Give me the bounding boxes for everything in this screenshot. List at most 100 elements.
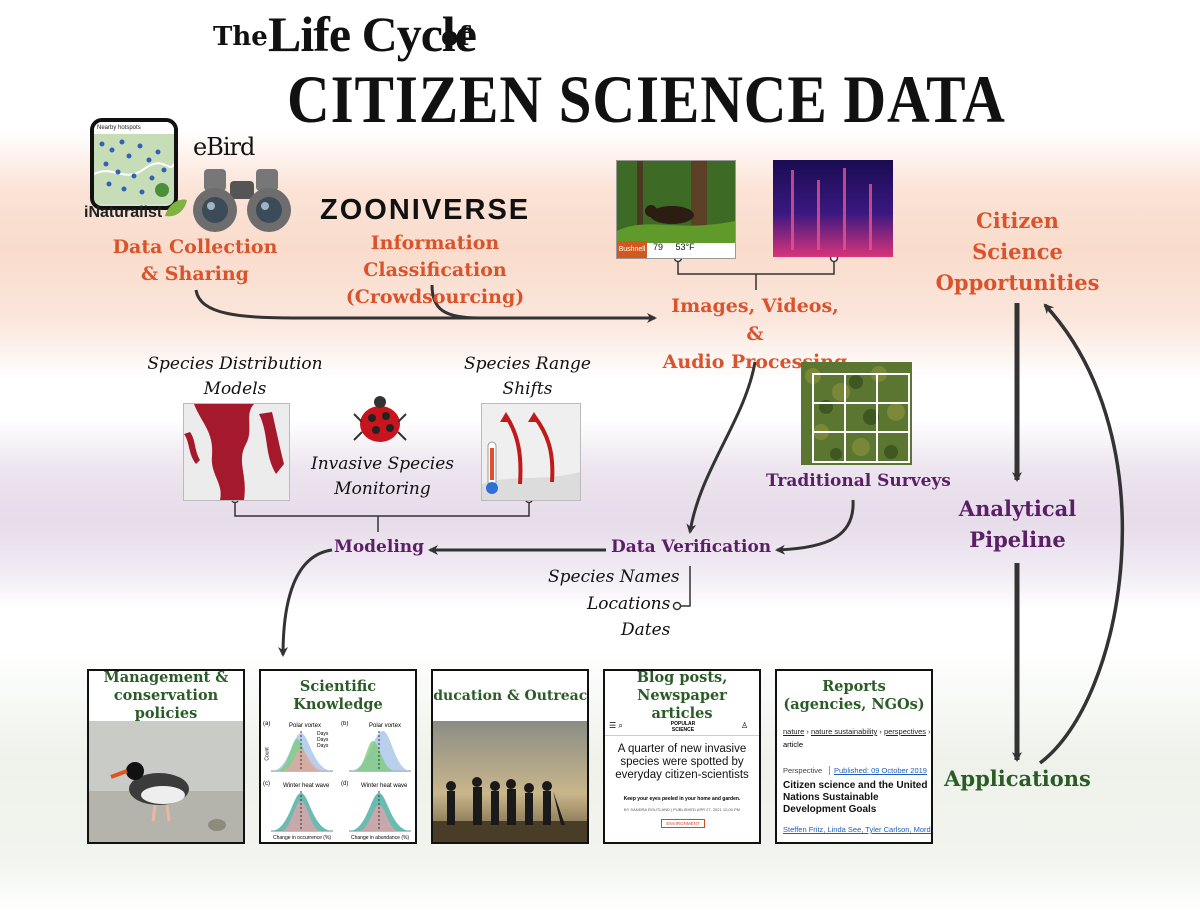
spectrogram (773, 160, 893, 257)
modeling-label: Modeling (334, 537, 425, 557)
oystercatcher-photo (89, 721, 243, 842)
pipeline-line2: Pipeline (969, 527, 1066, 552)
inaturalist-logo: iNaturalist (84, 204, 163, 221)
plot-legend: Days Days Days (317, 731, 328, 749)
phone-screen: Nearby hotspots (94, 122, 174, 206)
invasive-line2: Monitoring (334, 479, 431, 499)
arrow-applications-to-opportunities (1038, 303, 1125, 765)
panel-reports-article: nature › nature sustainability › perspec… (777, 721, 931, 842)
traditional-label: Traditional Surveys (766, 471, 951, 491)
invasive-line1: Invasive Species (311, 454, 454, 474)
sdm-map (183, 403, 290, 501)
arrow-modeling-to-panels (278, 548, 333, 657)
panel-scientific-title: Scientific Knowledge (293, 678, 383, 713)
plot-a (271, 731, 333, 772)
crumb-perspectives[interactable]: perspectives (883, 727, 927, 736)
plot-d (349, 791, 411, 832)
camera-info: 79 53°F (653, 242, 695, 252)
title-the: The (213, 22, 268, 52)
applications-label: Applications (944, 766, 1091, 791)
arrow-traditional-to-verification (775, 499, 855, 555)
verification-item-locations: Locations (587, 594, 671, 614)
panel-scientific: Scientific Knowledge (259, 669, 417, 844)
subplot-b-label: (b) (341, 721, 349, 727)
collection-label: Data Collection & Sharing (110, 234, 280, 288)
panel-blog-article: ☰ ⌕ POPULAR SCIENCE ♙ A quarter of new i… (605, 721, 759, 842)
plot-d-title: Winter heat wave (361, 783, 408, 789)
opportunities-label: Citizen Science Opportunities (930, 205, 1105, 298)
range-line2: Shifts (502, 379, 553, 399)
crumb-separator-1: › (806, 727, 811, 736)
report-type: Perspective (783, 766, 823, 775)
subplot-d-label: (d) (341, 781, 349, 787)
classification-label: Information Classification (Crowdsourcin… (300, 230, 570, 311)
panel-reports-line2: (agencies, NGOs) (783, 696, 925, 713)
panel-blog: Blog posts,Newspaper articles ☰ ⌕ POPULA… (603, 669, 761, 844)
pipeline-line1: Analytical (958, 496, 1077, 521)
crumb-nature[interactable]: nature (783, 727, 805, 736)
panel-scientific-figure: (a) (b) (c) (d) Polar vortex Polar vorte… (261, 721, 415, 842)
title-main: CITIZEN SCIENCE DATA (287, 61, 1006, 137)
panel-education-photo (433, 721, 587, 842)
crumb-separator-3: › (928, 727, 931, 736)
title-of: of (441, 22, 470, 52)
invasive-label: Invasive Species Monitoring (300, 452, 465, 502)
zooniverse-logo: ZOONIVERSE (320, 194, 531, 226)
panel-management-title: Management &conservation policies (89, 669, 243, 722)
sdm-line2: Models (203, 379, 267, 399)
bracket-verification (680, 566, 691, 607)
plot-c-xlabel: Change in occurrence (%) (273, 835, 332, 841)
masthead: POPULAR SCIENCE (670, 721, 696, 733)
crumb-article: article (783, 740, 804, 749)
panel-blog-line2: Newspaper articles (637, 687, 727, 722)
sdm-map-image (184, 404, 289, 500)
bracket-dot-verification (672, 601, 682, 611)
birdwatchers-photo (433, 721, 587, 842)
blog-byline: BY SANDRA ROUTLAND | PUBLISHED APR 27, 2… (624, 807, 740, 812)
report-breadcrumb: nature › nature sustainability › perspec… (783, 727, 931, 736)
divider (605, 735, 759, 736)
pipeline-label: Analytical Pipeline (935, 493, 1100, 555)
legend-entry-1: Days (317, 731, 329, 737)
plot-a-title: Polar vortex (289, 723, 322, 729)
sdm-line1: Species Distribution (147, 354, 323, 374)
plot-b-title: Polar vortex (369, 723, 402, 729)
report-authors[interactable]: Steffen Fritz, Linda See, Tyler Carlson,… (783, 825, 931, 834)
phone-header: Nearby hotspots (94, 122, 174, 134)
panel-management-line1: Management & (103, 669, 229, 686)
camera-brand: Bushnell (617, 241, 647, 258)
leaf-icon (165, 199, 187, 217)
range-label: Species Range Shifts (450, 352, 605, 402)
opportunities-line3: Opportunities (935, 270, 1100, 295)
panel-management-photo (89, 721, 243, 842)
verification-label: Data Verification (611, 537, 772, 557)
panel-blog-line1: Blog posts, (636, 669, 728, 686)
bracket-modeling (234, 503, 530, 532)
panel-reports-line1: Reports (822, 678, 886, 695)
blog-headline: A quarter of new invasive species were s… (615, 743, 749, 781)
binoculars-icon (193, 169, 291, 232)
title-life-cycle: Life Cycle (268, 6, 477, 62)
arrow-classification-join (430, 284, 481, 320)
plot-d-xlabel: Change in abundance (%) (351, 835, 410, 841)
report-title[interactable]: Citizen science and the United Nations S… (783, 780, 928, 815)
invasive-insect-icon (353, 396, 407, 442)
verification-item-species: Species Names (548, 567, 680, 587)
spectrogram-image (773, 160, 893, 257)
range-map-image (482, 404, 580, 500)
plot-ylabel: Count (264, 747, 271, 761)
subplot-c-label: (c) (263, 781, 270, 787)
user-icon[interactable]: ♙ (741, 721, 749, 730)
report-published[interactable]: Published: 09 October 2019 (829, 766, 927, 775)
blog-subhead: Keep your eyes peeled in your home and g… (623, 796, 741, 802)
menu-icon[interactable]: ☰ ⌕ (609, 721, 623, 730)
ebird-logo: eBird (193, 133, 255, 161)
panel-blog-title: Blog posts,Newspaper articles (605, 669, 759, 722)
collection-label-line1: Data Collection (112, 236, 278, 258)
blog-tag[interactable]: ENVIRONMENT (661, 819, 705, 828)
classification-label-line1: Information Classification (363, 232, 507, 281)
plot-b (349, 731, 411, 772)
plot-c (271, 791, 333, 832)
collection-label-line2: & Sharing (141, 263, 249, 285)
crumb-nature-sustainability[interactable]: nature sustainability (810, 727, 878, 736)
